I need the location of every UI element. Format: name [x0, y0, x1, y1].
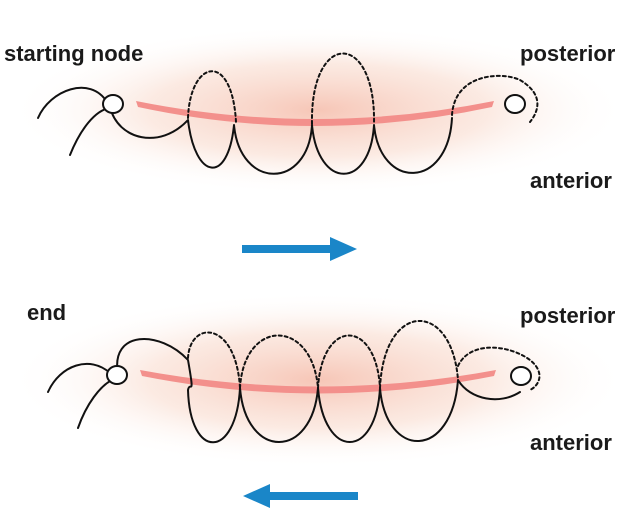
suture-thread-anterior-bottom	[116, 338, 521, 444]
label-starting-node: starting node	[4, 41, 144, 66]
direction-arrow-left	[243, 484, 358, 508]
top-panel	[8, 25, 628, 261]
label-posterior-bottom: posterior	[520, 303, 616, 328]
knot-end-bottom	[510, 366, 532, 386]
suture-thread-anterior-top	[109, 106, 453, 175]
wound-incision-bottom	[140, 370, 496, 394]
knot-start-bottom	[106, 365, 128, 385]
suture-thread-posterior-bottom	[187, 320, 541, 391]
direction-arrow-right	[242, 237, 357, 261]
label-posterior-top: posterior	[520, 41, 616, 66]
suture-tail-top-1	[37, 86, 108, 119]
label-anterior-top: anterior	[530, 168, 612, 193]
tissue-glow-top	[8, 25, 628, 195]
bottom-panel	[8, 292, 628, 508]
wound-incision-top	[136, 101, 494, 126]
suture-tail-bottom-1	[47, 363, 111, 393]
knot-end-top	[504, 94, 526, 114]
label-anterior-bottom: anterior	[530, 430, 612, 455]
knot-start-top	[102, 94, 124, 114]
label-end: end	[27, 300, 67, 325]
suture-thread-posterior-top	[187, 52, 539, 125]
